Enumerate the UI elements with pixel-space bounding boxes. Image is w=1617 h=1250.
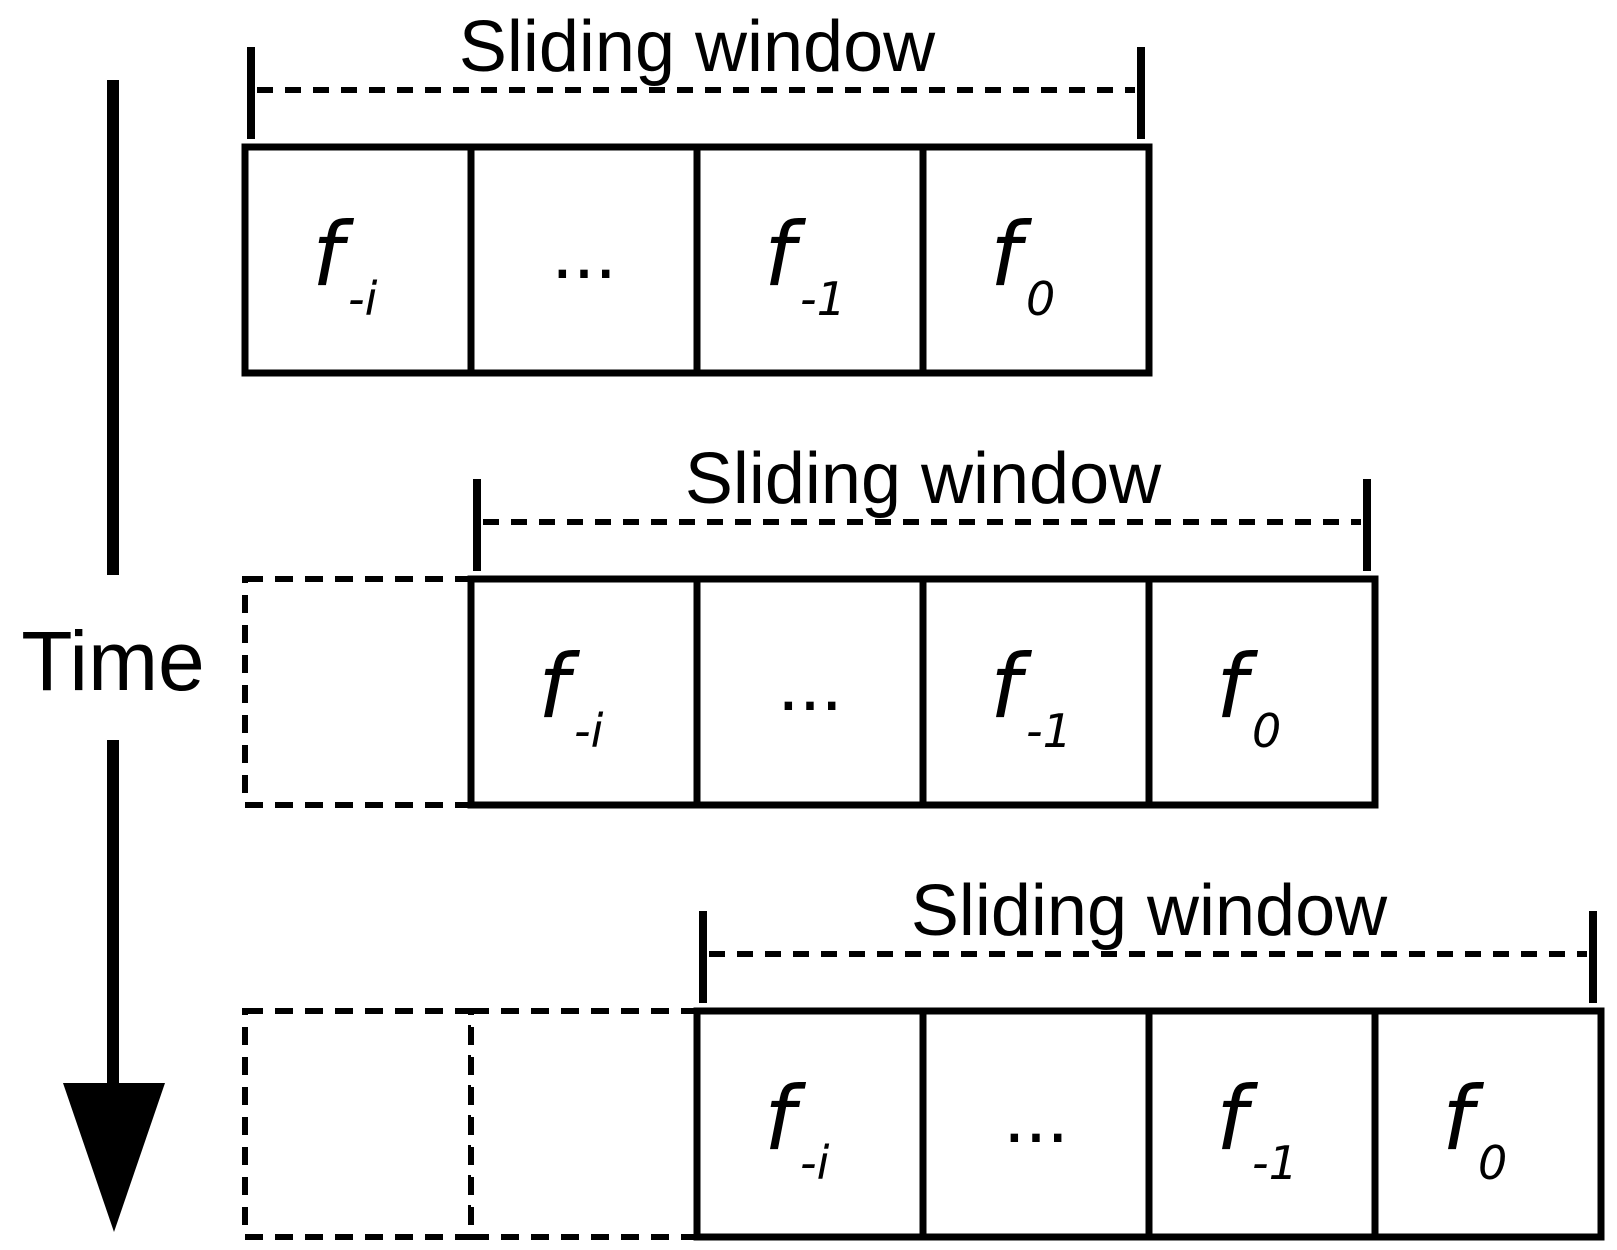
frame-cell — [1145, 575, 1379, 809]
frame-subscript: -1 — [800, 272, 846, 326]
frame-subscript: -i — [574, 704, 604, 758]
frame-subscript: 0 — [1252, 704, 1281, 758]
window-label: Sliding window — [459, 7, 936, 87]
frame-ellipsis: ... — [777, 639, 842, 727]
frame-cell — [693, 143, 927, 377]
dropped-frame-cell — [242, 576, 474, 808]
frame-subscript: 0 — [1026, 272, 1055, 326]
dropped-frame-cell — [468, 1008, 700, 1240]
frame-subscript: -i — [348, 272, 378, 326]
frame-subscript: 0 — [1478, 1136, 1507, 1190]
frame-subscript: -i — [800, 1136, 830, 1190]
frame-ellipsis: ... — [551, 207, 616, 295]
frame-subscript: -1 — [1252, 1136, 1298, 1190]
frame-cell — [919, 1007, 1153, 1241]
frame-ellipsis: ... — [1003, 1071, 1068, 1159]
frame-cell — [1145, 1007, 1379, 1241]
frame-cell — [919, 575, 1153, 809]
frame-cell — [693, 1007, 927, 1241]
window-label: Sliding window — [911, 871, 1388, 951]
frame-subscript: -1 — [1026, 704, 1072, 758]
frame-cell — [1371, 1007, 1605, 1241]
window-label: Sliding window — [685, 439, 1162, 519]
dropped-frame-cell — [242, 1008, 474, 1240]
time-axis: Time — [21, 80, 205, 1232]
time-axis-label: Time — [21, 614, 205, 708]
time-axis-arrowhead — [63, 1083, 165, 1232]
frame-cell — [467, 575, 701, 809]
frame-cell — [919, 143, 1153, 377]
frame-cell — [241, 143, 475, 377]
